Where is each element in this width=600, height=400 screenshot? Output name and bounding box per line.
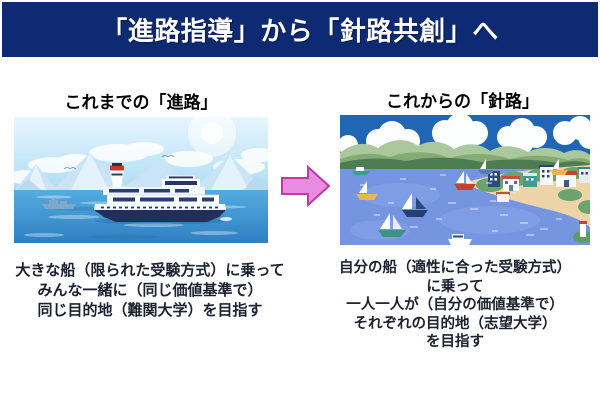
left-body-text: 大きな船（限られた受験方式）に乗って みんな一緒に（同じ価値基準で） 同じ目的地… — [2, 261, 298, 321]
right-body-line: に乗って — [426, 278, 484, 295]
left-body-line: 同じ目的地（難関大学）を目指す — [37, 302, 263, 319]
sailboat-small-center — [478, 159, 494, 174]
lighthouse — [573, 221, 590, 243]
small-ferry — [448, 234, 472, 245]
right-body-line: それぞれの目的地（志望大学） — [353, 315, 557, 332]
left-body-line: 大きな船（限られた受験方式）に乗って — [15, 262, 285, 279]
sailboat-yellow-right — [550, 159, 568, 175]
sun-icon — [188, 117, 236, 157]
birds-icon — [63, 155, 175, 170]
right-body-line: 自分の船（適性に合った受験方式） — [339, 260, 571, 276]
right-illustration-sailboats — [340, 115, 590, 245]
transition-arrow-icon — [281, 164, 331, 208]
slide-title: 「進路指導」から「針路共創」へ — [101, 16, 499, 46]
green-mountains — [340, 140, 590, 171]
title-banner: 「進路指導」から「針路共創」へ — [2, 2, 598, 57]
left-illustration-big-ship — [14, 117, 268, 243]
right-heading: これからの「針路」 — [386, 92, 539, 111]
sailboat-teal — [378, 213, 406, 237]
sailboat-navy — [402, 193, 428, 217]
sailboat-yellow — [356, 181, 378, 200]
wave-dashes — [360, 174, 562, 236]
right-body-text: 自分の船（適性に合った受験方式） に乗って 一人一人が（自分の価値基準で） それ… — [312, 259, 598, 352]
sea-texture — [350, 183, 540, 240]
ice-blue-mountains — [14, 153, 268, 192]
distant-ship — [42, 198, 76, 209]
right-body-line: 一人一人が（自分の価値基準で） — [346, 297, 564, 313]
right-arrow-shape — [281, 164, 331, 208]
cruise-ship — [94, 163, 232, 222]
right-body-line: を目指す — [426, 334, 484, 350]
left-body-line: みんな一緒に（同じ価値基準で） — [37, 282, 263, 299]
coastal-town — [488, 165, 590, 202]
left-heading: これまでの「進路」 — [64, 93, 218, 112]
small-harbor-boat — [352, 167, 370, 175]
sailboat-red — [454, 171, 476, 190]
clouds — [14, 142, 268, 184]
